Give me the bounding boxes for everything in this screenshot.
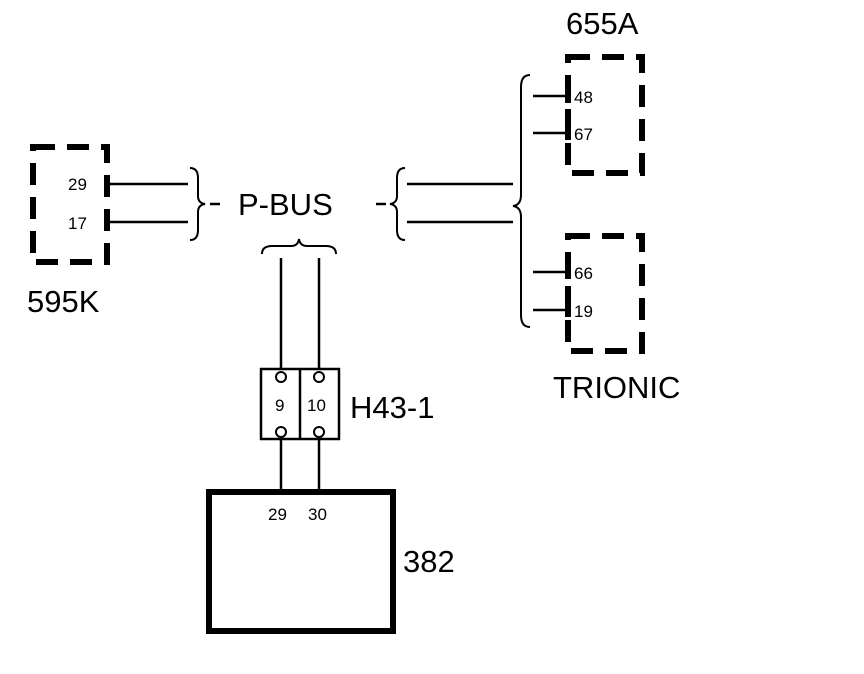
module-655a-pin-2-terminal: [565, 126, 571, 140]
module-trionic-pin-1-terminal: [565, 265, 571, 279]
module-382-box: [206, 489, 396, 634]
module-trionic: 66 19 TRIONIC: [533, 233, 680, 405]
brace-left: [189, 167, 206, 241]
connector-pin-10-top-terminal: [313, 371, 325, 383]
module-382-pin-1: 29: [268, 505, 287, 524]
module-595k-pin-1-terminal: [104, 178, 110, 192]
connector-pin-9-bottom-terminal: [275, 426, 287, 438]
module-595k-pin-2-terminal: [104, 216, 110, 230]
module-trionic-pin-2-terminal: [565, 303, 571, 317]
module-trionic-pin-1: 66: [574, 264, 593, 283]
module-655a: 48 67 655A: [533, 6, 645, 176]
connector-h43-1: 9 10 H43-1: [259, 367, 434, 441]
module-trionic-label: TRIONIC: [553, 370, 680, 405]
module-trionic-pin-2: 19: [574, 302, 593, 321]
module-655a-pin-1: 48: [574, 88, 593, 107]
connector-pin-2: 10: [307, 396, 326, 415]
module-595k-label: 595K: [27, 284, 100, 319]
brace-right: [389, 167, 406, 241]
module-655a-pin-1-terminal: [565, 89, 571, 103]
module-382: 29 30 382: [206, 489, 455, 634]
module-595k: 29 17 595K: [27, 144, 110, 319]
connector-label: H43-1: [350, 390, 434, 425]
connector-pin-10-bottom-terminal: [313, 426, 325, 438]
module-trionic-box: [565, 233, 645, 354]
module-655a-pin-2: 67: [574, 125, 593, 144]
module-655a-label: 655A: [566, 6, 639, 41]
brace-modules: [512, 74, 531, 328]
connector-pin-1: 9: [275, 396, 284, 415]
module-595k-pin-1: 29: [68, 175, 87, 194]
module-595k-pin-2: 17: [68, 214, 87, 233]
module-655a-box: [565, 54, 645, 176]
module-595k-box: [30, 144, 110, 265]
module-382-pin-2: 30: [308, 505, 327, 524]
connector-pin-9-top-terminal: [275, 371, 287, 383]
bus-label: P-BUS: [238, 187, 333, 222]
brace-down: [261, 238, 337, 255]
module-382-label: 382: [403, 544, 455, 579]
